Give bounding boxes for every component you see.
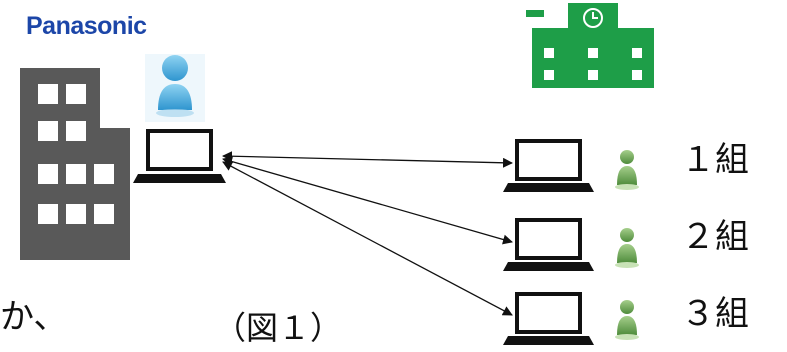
student-person-icon [615, 150, 639, 190]
figure-caption: （図１） [214, 309, 343, 347]
student-person-icon [615, 300, 639, 340]
laptop-icon [503, 139, 594, 192]
school-building-icon [526, 3, 654, 88]
text-fragment: か、 [0, 297, 68, 337]
class-label-1: １組 [681, 140, 749, 180]
laptop-icon [133, 129, 226, 183]
laptop-icon [503, 218, 594, 271]
teacher-person-icon [145, 54, 205, 122]
laptop-icon [503, 292, 594, 345]
class-label-3: ３組 [681, 294, 749, 334]
connection-arrow-class-2 [222, 156, 513, 245]
panasonic-logo: Panasonic [26, 12, 147, 40]
office-building-icon [20, 68, 130, 260]
connection-arrow-class-1 [222, 151, 513, 168]
student-person-icon [615, 228, 639, 268]
class-label-2: ２組 [681, 217, 749, 257]
connection-arrow-class-3 [222, 161, 513, 316]
